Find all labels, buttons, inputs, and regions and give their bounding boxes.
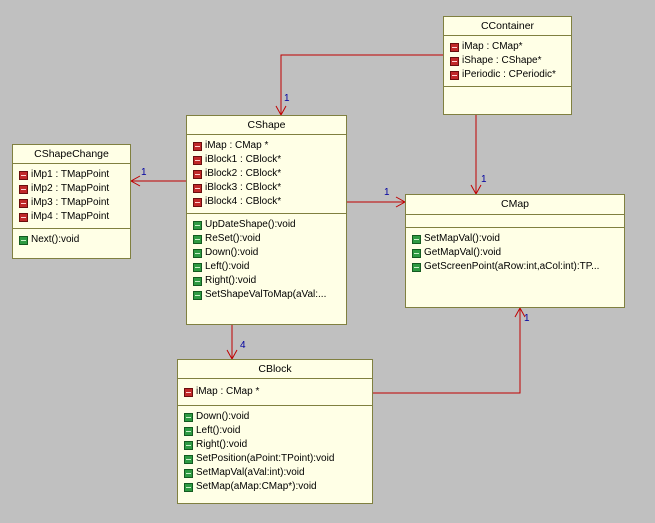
operation-icon bbox=[412, 248, 421, 258]
class-title: CShapeChange bbox=[13, 145, 130, 164]
attribute-row[interactable]: iMp2 : TMapPoint bbox=[19, 182, 126, 196]
operation-row[interactable]: Left():void bbox=[193, 260, 342, 274]
operation-row[interactable]: Right():void bbox=[193, 274, 342, 288]
attribute-icon bbox=[19, 212, 28, 222]
operation-section: UpDateShape():void ReSet():void Down():v… bbox=[187, 214, 346, 306]
operation-icon bbox=[193, 276, 202, 286]
multiplicity-shape-block: 4 bbox=[240, 340, 246, 351]
multiplicity-container-shape: 1 bbox=[284, 93, 290, 104]
multiplicity-shape-shapechange: 1 bbox=[141, 167, 147, 178]
operation-row[interactable]: ReSet():void bbox=[193, 232, 342, 246]
arrowhead-block-map bbox=[514, 306, 526, 318]
attribute-row[interactable]: iMap : CMap * bbox=[184, 385, 368, 399]
attribute-icon bbox=[19, 184, 28, 194]
class-title: CMap bbox=[406, 195, 624, 215]
class-cblock[interactable]: CBlock iMap : CMap * Down():void Left():… bbox=[177, 359, 373, 504]
attribute-icon bbox=[184, 387, 193, 397]
operation-icon bbox=[184, 440, 193, 450]
attribute-icon bbox=[193, 183, 202, 193]
operation-icon bbox=[184, 468, 193, 478]
class-cshapechange[interactable]: CShapeChange iMp1 : TMapPoint iMp2 : TMa… bbox=[12, 144, 131, 259]
operation-section: Down():void Left():void Right():void Set… bbox=[178, 406, 372, 498]
connector-container-shape bbox=[280, 54, 443, 115]
attribute-section: iMap : CMap * iBlock1 : CBlock* iBlock2 … bbox=[187, 135, 346, 214]
operation-icon bbox=[193, 290, 202, 300]
attribute-icon bbox=[450, 56, 459, 66]
attribute-row[interactable]: iMap : CMap* bbox=[450, 40, 567, 54]
operation-icon bbox=[193, 234, 202, 244]
attribute-icon bbox=[450, 70, 459, 80]
operation-row[interactable]: UpDateShape():void bbox=[193, 218, 342, 232]
operation-row[interactable]: Left():void bbox=[184, 424, 368, 438]
operation-row[interactable]: Down():void bbox=[184, 410, 368, 424]
operation-icon bbox=[184, 412, 193, 422]
attribute-row[interactable]: iBlock1 : CBlock* bbox=[193, 153, 342, 167]
attribute-row[interactable]: iMp1 : TMapPoint bbox=[19, 168, 126, 182]
attribute-icon bbox=[193, 169, 202, 179]
operation-icon bbox=[412, 234, 421, 244]
operation-section bbox=[444, 87, 571, 105]
class-cshape[interactable]: CShape iMap : CMap * iBlock1 : CBlock* i… bbox=[186, 115, 347, 325]
operation-section: Next():void bbox=[13, 229, 130, 251]
attribute-icon bbox=[19, 170, 28, 180]
operation-row[interactable]: SetPosition(aPoint:TPoint):void bbox=[184, 452, 368, 466]
operation-icon bbox=[184, 454, 193, 464]
attribute-row[interactable]: iBlock4 : CBlock* bbox=[193, 195, 342, 209]
operation-section: SetMapVal():void GetMapVal():void GetScr… bbox=[406, 228, 624, 278]
operation-row[interactable]: GetMapVal():void bbox=[412, 246, 620, 260]
class-cmap[interactable]: CMap SetMapVal():void GetMapVal():void G… bbox=[405, 194, 625, 308]
connector-block-map bbox=[373, 308, 521, 394]
attribute-icon bbox=[193, 141, 202, 151]
operation-icon bbox=[184, 426, 193, 436]
operation-row[interactable]: Next():void bbox=[19, 233, 126, 247]
class-title: CBlock bbox=[178, 360, 372, 379]
operation-row[interactable]: GetScreenPoint(aRow:int,aCol:int):TP... bbox=[412, 260, 620, 274]
operation-row[interactable]: Right():void bbox=[184, 438, 368, 452]
attribute-row[interactable]: iMap : CMap * bbox=[193, 139, 342, 153]
attribute-icon bbox=[193, 197, 202, 207]
attribute-section: iMap : CMap * bbox=[178, 379, 372, 406]
attribute-row[interactable]: iShape : CShape* bbox=[450, 54, 567, 68]
operation-icon bbox=[193, 248, 202, 258]
attribute-row[interactable]: iMp3 : TMapPoint bbox=[19, 196, 126, 210]
operation-row[interactable]: SetMap(aMap:CMap*):void bbox=[184, 480, 368, 494]
attribute-row[interactable]: iPeriodic : CPeriodic* bbox=[450, 68, 567, 82]
attribute-icon bbox=[193, 155, 202, 165]
operation-icon bbox=[193, 262, 202, 272]
class-title: CShape bbox=[187, 116, 346, 135]
attribute-section: iMp1 : TMapPoint iMp2 : TMapPoint iMp3 :… bbox=[13, 164, 130, 229]
operation-row[interactable]: SetMapVal(aVal:int):void bbox=[184, 466, 368, 480]
operation-icon bbox=[193, 220, 202, 230]
operation-row[interactable]: SetShapeValToMap(aVal:... bbox=[193, 288, 342, 302]
operation-row[interactable]: Down():void bbox=[193, 246, 342, 260]
multiplicity-shape-map: 1 bbox=[384, 187, 390, 198]
operation-icon bbox=[412, 262, 421, 272]
attribute-icon bbox=[450, 42, 459, 52]
attribute-section bbox=[406, 215, 624, 228]
attribute-icon bbox=[19, 198, 28, 208]
class-title: CContainer bbox=[444, 17, 571, 36]
arrowhead-shape-shapechange bbox=[129, 175, 141, 187]
multiplicity-block-map: 1 bbox=[524, 313, 530, 324]
attribute-row[interactable]: iMp4 : TMapPoint bbox=[19, 210, 126, 224]
attribute-row[interactable]: iBlock3 : CBlock* bbox=[193, 181, 342, 195]
class-ccontainer[interactable]: CContainer iMap : CMap* iShape : CShape*… bbox=[443, 16, 572, 115]
attribute-section: iMap : CMap* iShape : CShape* iPeriodic … bbox=[444, 36, 571, 87]
operation-icon bbox=[19, 235, 28, 245]
multiplicity-container-map: 1 bbox=[481, 174, 487, 185]
operation-icon bbox=[184, 482, 193, 492]
operation-row[interactable]: SetMapVal():void bbox=[412, 232, 620, 246]
attribute-row[interactable]: iBlock2 : CBlock* bbox=[193, 167, 342, 181]
